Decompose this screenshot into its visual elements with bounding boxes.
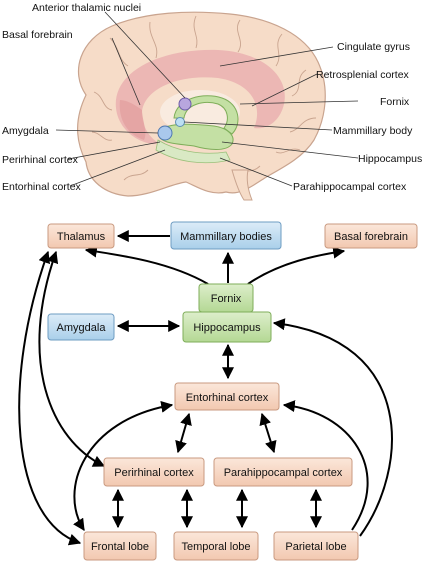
- box-parietal-lobe-label: Parietal lobe: [285, 541, 346, 553]
- label-entorhinal-cortex: Entorhinal cortex: [2, 181, 82, 193]
- label-mammillary-body: Mammillary body: [333, 125, 413, 137]
- amygdala-region: [157, 125, 173, 141]
- brain-labels: Anterior thalamic nuclei Basal forebrain…: [2, 2, 422, 193]
- box-parahippocampal-cortex: Parahippocampal cortex: [213, 457, 353, 487]
- hippocampus-region: [159, 123, 234, 150]
- label-amygdala: Amygdala: [2, 125, 49, 137]
- box-frontal-lobe-label: Frontal lobe: [91, 541, 149, 553]
- box-entorhinal-cortex: Entorhinal cortex: [174, 382, 280, 411]
- flow-boxes: Thalamus Mammillary bodies Basal forebra…: [47, 221, 418, 561]
- box-hippocampus-label: Hippocampus: [193, 322, 261, 334]
- box-parietal-lobe: Parietal lobe: [273, 531, 359, 561]
- arrow-perirhinal-thalamus: [38, 250, 106, 467]
- brain-leader-lines: [55, 11, 359, 187]
- box-entorhinal-cortex-label: Entorhinal cortex: [186, 392, 269, 404]
- arrow-fornix-to-basal-forebrain: [247, 246, 346, 285]
- arrow-entorhinal-perirhinal: [175, 412, 192, 454]
- parahippocampal-region: [155, 139, 231, 164]
- box-basal-forebrain: Basal forebrain: [324, 223, 418, 249]
- brainstem: [231, 169, 253, 201]
- label-basal-forebrain: Basal forebrain: [2, 29, 73, 41]
- box-basal-forebrain-label: Basal forebrain: [334, 231, 408, 243]
- label-hippocampus: Hippocampus: [358, 153, 422, 165]
- box-mammillary-bodies: Mammillary bodies: [170, 221, 282, 250]
- arrow-frontal-entorhinal: [73, 400, 174, 532]
- box-perirhinal-cortex: Perirhinal cortex: [103, 457, 205, 487]
- arrow-frontal-thalamus: [18, 250, 82, 546]
- box-fornix-label: Fornix: [211, 293, 242, 305]
- anterior-thalamic-nuclei: [178, 97, 192, 111]
- box-thalamus: Thalamus: [47, 223, 115, 249]
- label-parahippocampal-cortex: Parahippocampal cortex: [293, 181, 407, 193]
- brain-illustration: [77, 11, 326, 201]
- label-cingulate-gyrus: Cingulate gyrus: [337, 41, 410, 53]
- box-thalamus-label: Thalamus: [57, 231, 106, 243]
- arrow-parietal-entorhinal: [282, 400, 369, 531]
- box-amygdala: Amygdala: [47, 313, 115, 341]
- cingulate-gyrus: [115, 49, 285, 145]
- arrow-parietal-hippocampus: [272, 318, 393, 537]
- basal-forebrain-region: [119, 100, 146, 140]
- box-perirhinal-cortex-label: Perirhinal cortex: [114, 467, 194, 479]
- mammillary-body: [175, 117, 185, 127]
- label-fornix: Fornix: [380, 96, 410, 108]
- box-temporal-lobe-label: Temporal lobe: [181, 541, 250, 553]
- flow-arrows: [18, 230, 393, 546]
- box-parahippocampal-cortex-label: Parahippocampal cortex: [224, 467, 343, 479]
- box-frontal-lobe: Frontal lobe: [83, 531, 157, 561]
- box-temporal-lobe: Temporal lobe: [173, 531, 259, 561]
- box-fornix: Fornix: [198, 283, 254, 313]
- label-perirhinal-cortex: Perirhinal cortex: [2, 154, 79, 166]
- arrow-fornix-to-thalamus: [84, 245, 209, 285]
- arrow-entorhinal-parahippocampal: [259, 412, 277, 454]
- label-retrosplenial-cortex: Retrosplenial cortex: [316, 69, 410, 81]
- box-hippocampus: Hippocampus: [182, 311, 272, 343]
- box-mammillary-bodies-label: Mammillary bodies: [180, 231, 272, 243]
- box-amygdala-label: Amygdala: [57, 322, 107, 334]
- label-anterior-thalamic-nuclei: Anterior thalamic nuclei: [32, 2, 141, 14]
